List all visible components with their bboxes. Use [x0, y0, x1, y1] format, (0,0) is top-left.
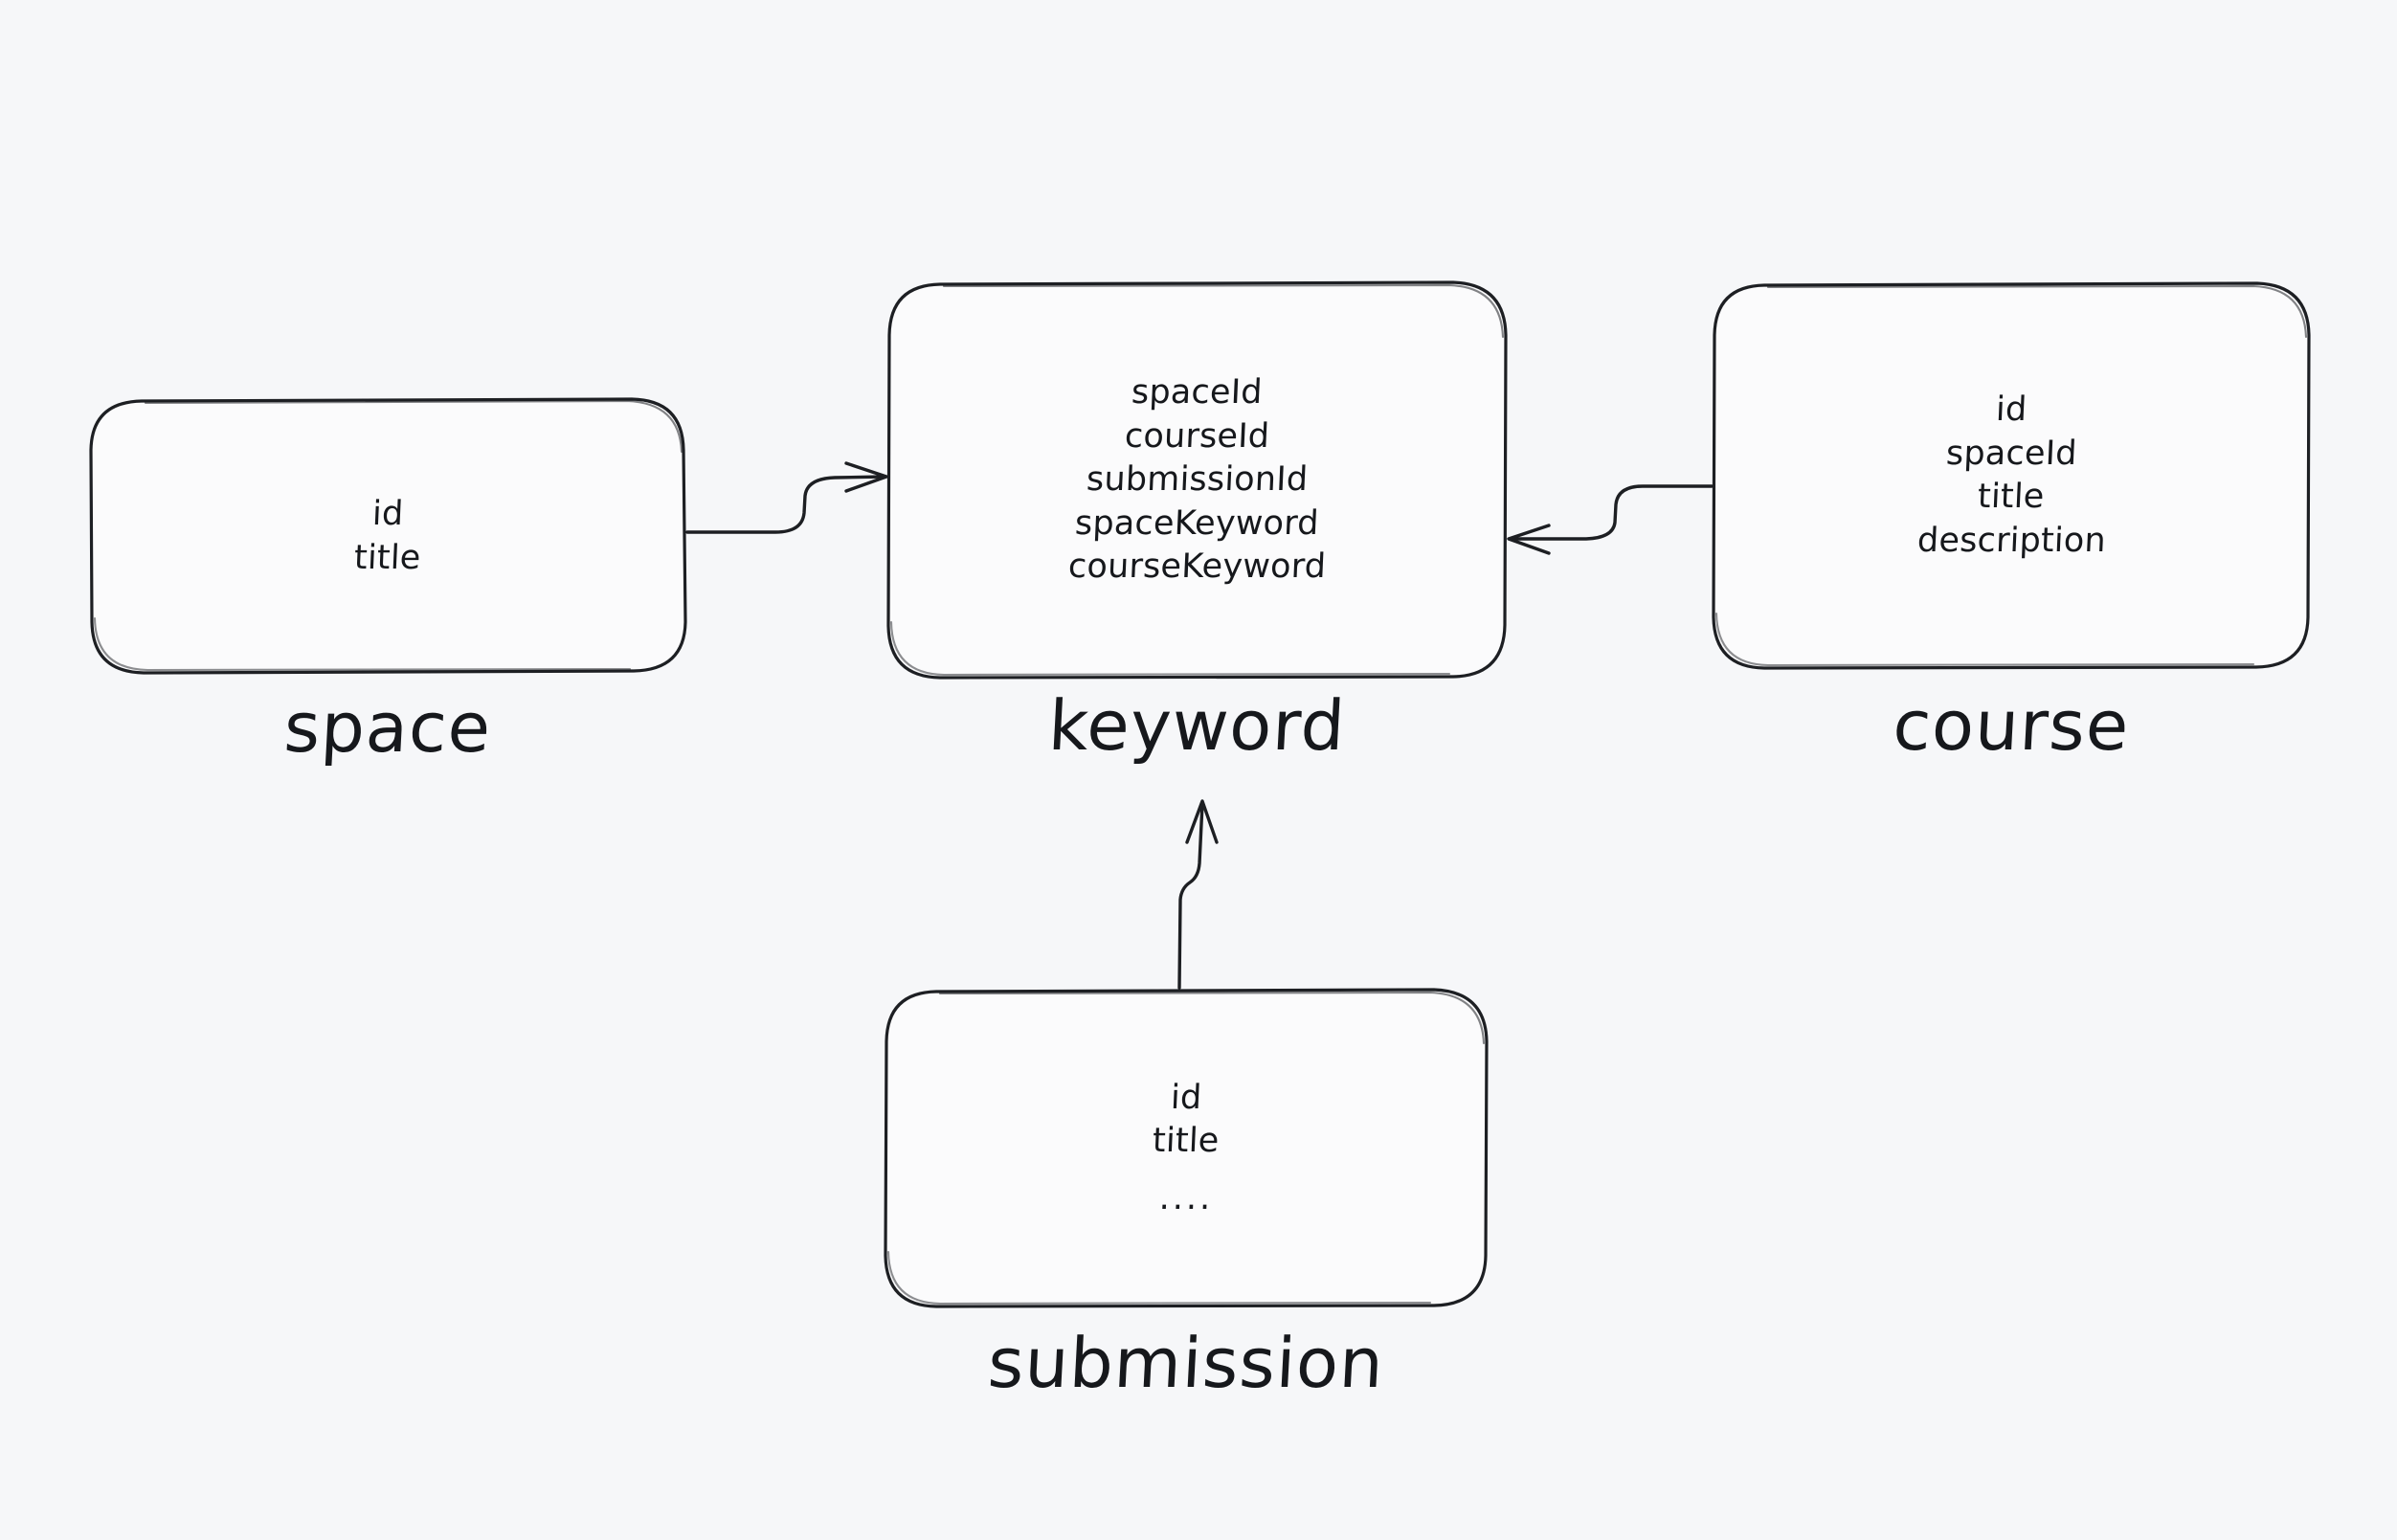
connector-submission-to-keyword: [1177, 799, 1219, 990]
entity-label-keyword: keyword: [1046, 685, 1348, 766]
entity-label-course: course: [1891, 685, 2132, 766]
connector-space-to-keyword: [685, 461, 888, 534]
entity-label-space: space: [281, 687, 494, 768]
entity-box-submission[interactable]: [884, 988, 1489, 1308]
entity-box-keyword[interactable]: [886, 280, 1508, 680]
entity-box-space[interactable]: [89, 397, 687, 675]
entity-box-course[interactable]: [1712, 281, 2311, 670]
connector-course-to-keyword: [1507, 484, 1714, 555]
entity-label-submission: submission: [985, 1323, 1387, 1403]
